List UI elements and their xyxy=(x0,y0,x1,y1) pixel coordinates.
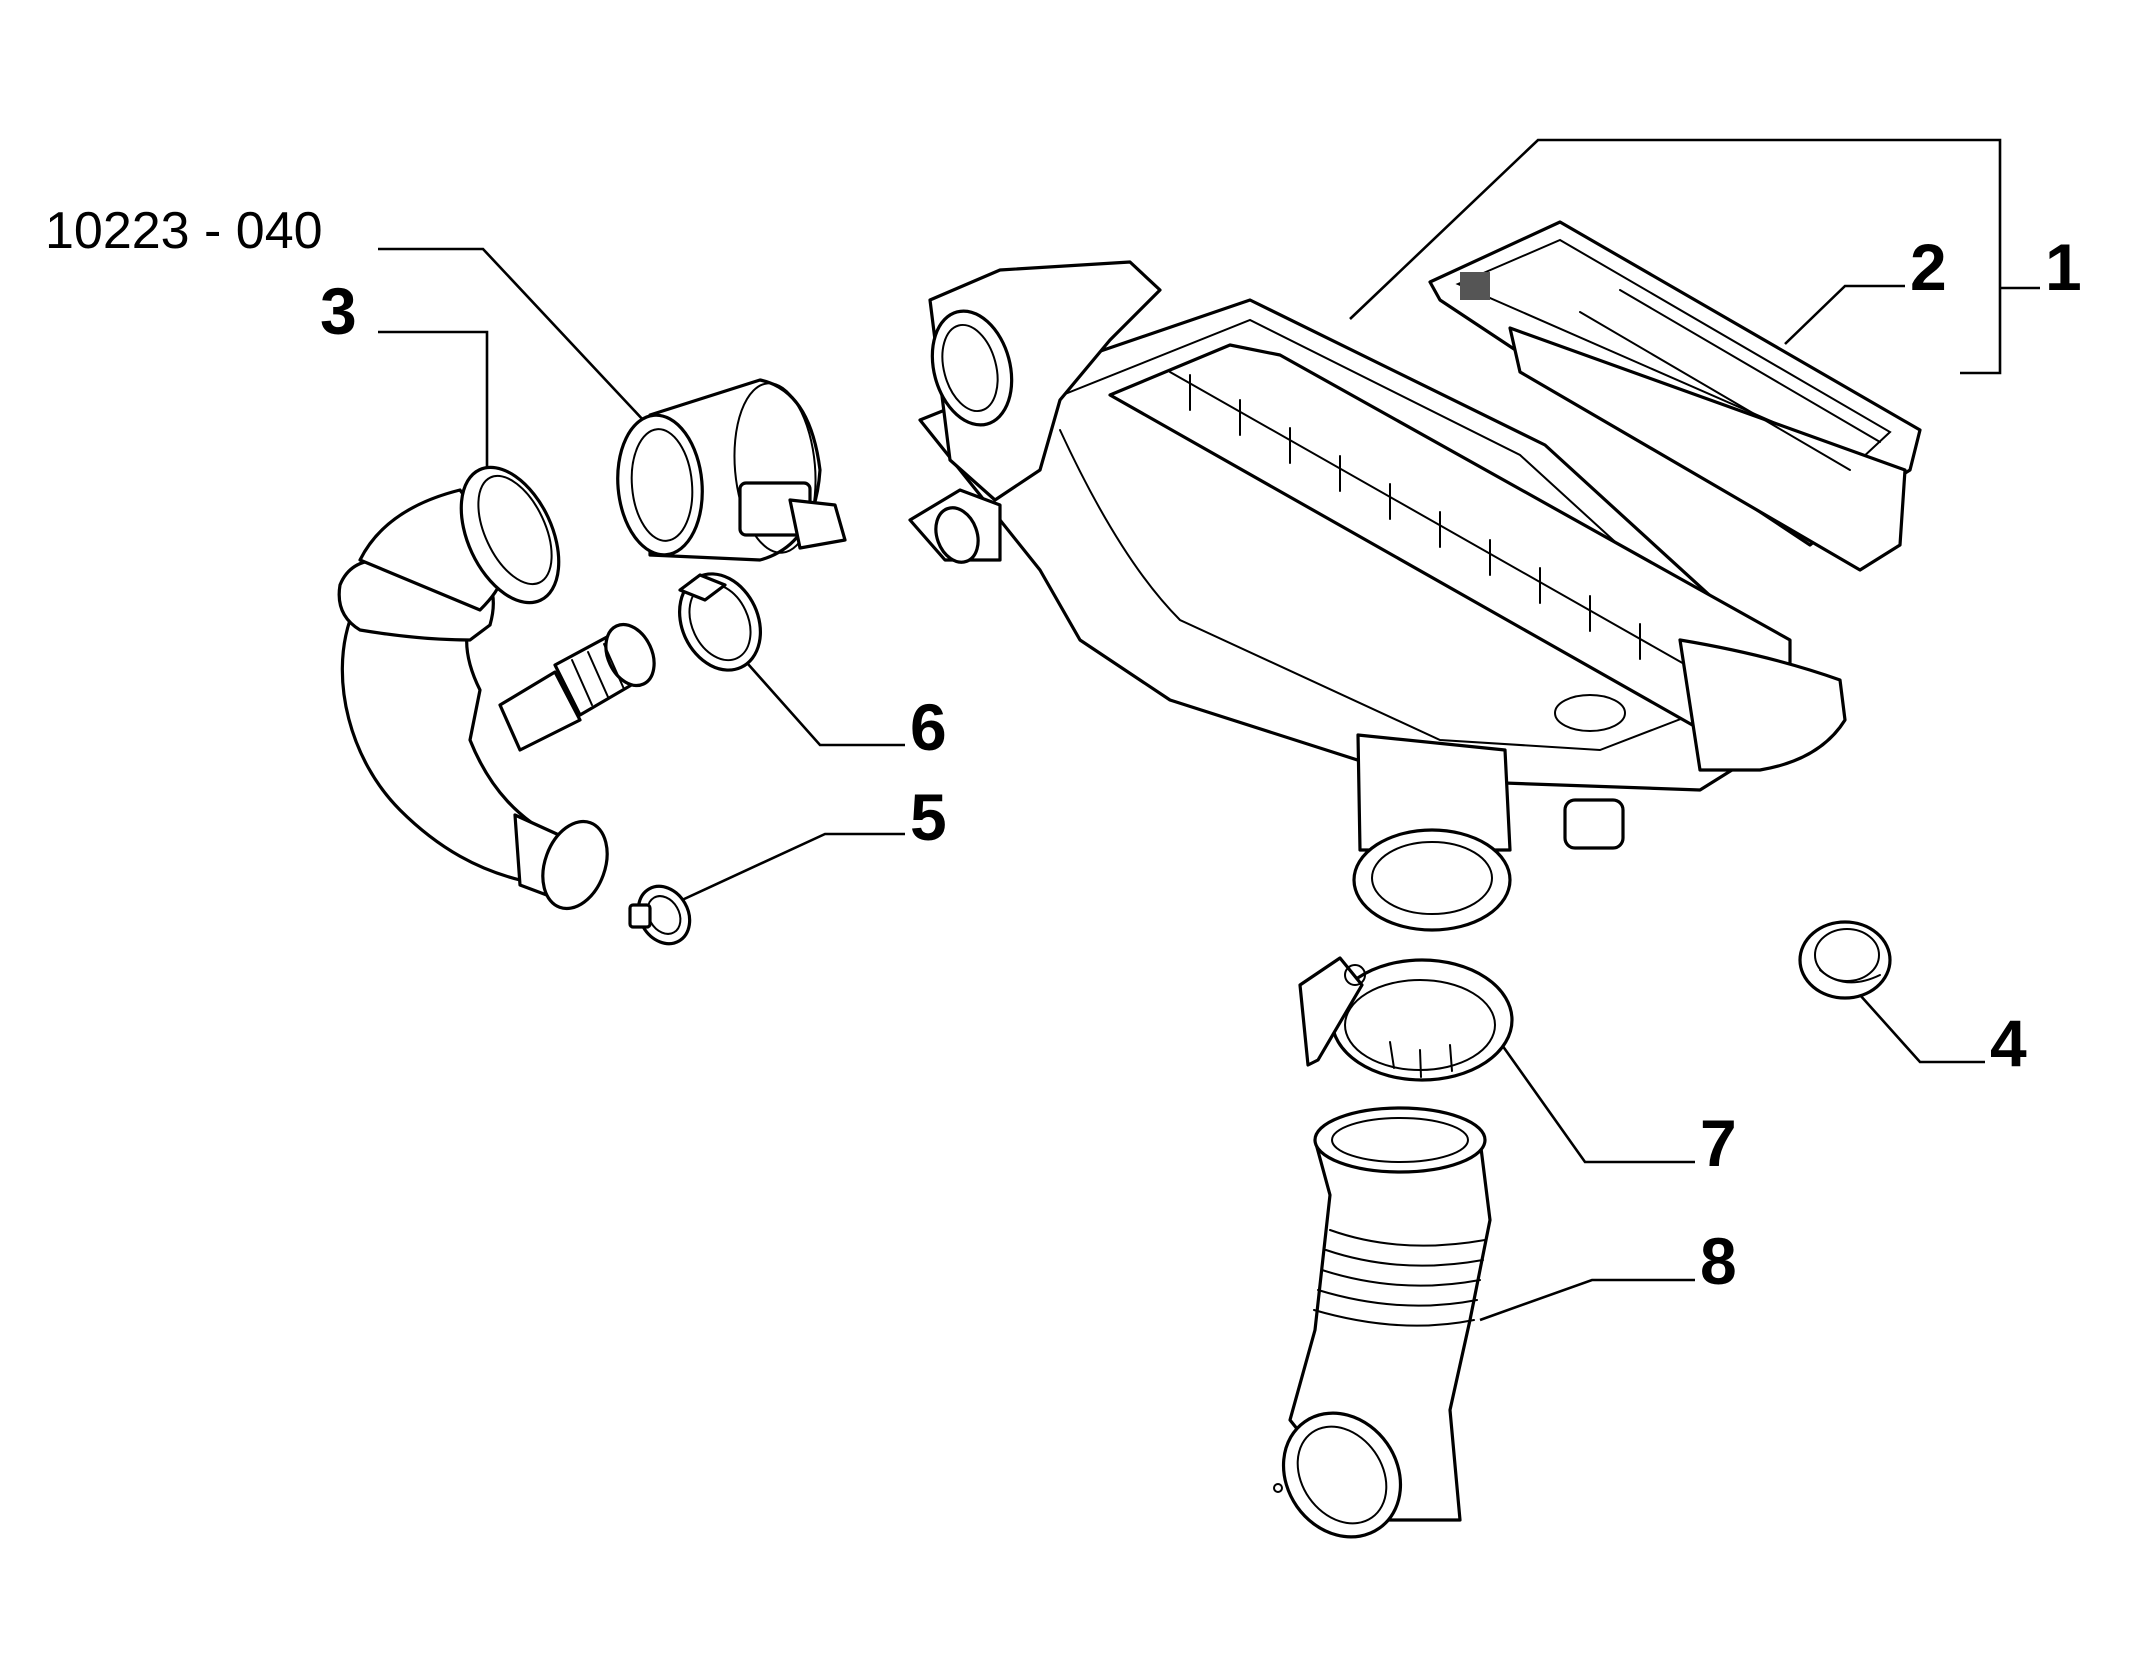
air-filter-housing-part-1 xyxy=(908,260,1847,932)
leader-line-3 xyxy=(378,330,489,475)
callout-label-1: 1 xyxy=(2045,230,2082,304)
leader-line-2 xyxy=(1784,284,1905,345)
callout-label-4: 4 xyxy=(1990,1006,2027,1080)
callout-label-6: 6 xyxy=(910,690,947,764)
filter-element-mesh xyxy=(1460,272,1490,300)
reference-code-label: 10223 - 040 xyxy=(45,202,323,260)
hose-clamp-part-6 xyxy=(677,572,763,672)
callout-label-7: 7 xyxy=(1700,1106,1737,1180)
leader-lines xyxy=(378,138,2040,1322)
callout-label-2: 2 xyxy=(1910,230,1947,304)
bellows-duct-part-8 xyxy=(1273,1106,1492,1539)
air-flow-meter-ref-part xyxy=(616,378,847,562)
leader-line-8 xyxy=(1479,1278,1695,1322)
callout-label-5: 5 xyxy=(910,780,947,854)
filter-housing-mount-boss xyxy=(1554,694,1626,732)
callout-label-8: 8 xyxy=(1700,1224,1737,1298)
grommet-part-4 xyxy=(1798,920,1892,1000)
leader-line-4 xyxy=(1859,994,1985,1064)
leader-line-ref xyxy=(378,247,646,423)
leader-line-6 xyxy=(739,654,905,747)
bellows-ridges xyxy=(1313,1229,1486,1327)
leader-line-1-bracket xyxy=(1349,138,2002,375)
intake-hose-part-3 xyxy=(337,465,656,911)
band-clamp-part-7 xyxy=(1298,956,1514,1082)
filter-element-part-2 xyxy=(1428,220,1922,572)
callout-labels: 10223 - 040 3 2 1 6 5 4 7 8 xyxy=(45,202,2082,1298)
callout-label-3: 3 xyxy=(320,274,357,348)
leader-line-5 xyxy=(681,832,905,902)
leader-line-7 xyxy=(1500,1044,1695,1164)
small-clamp-part-5 xyxy=(628,884,692,946)
